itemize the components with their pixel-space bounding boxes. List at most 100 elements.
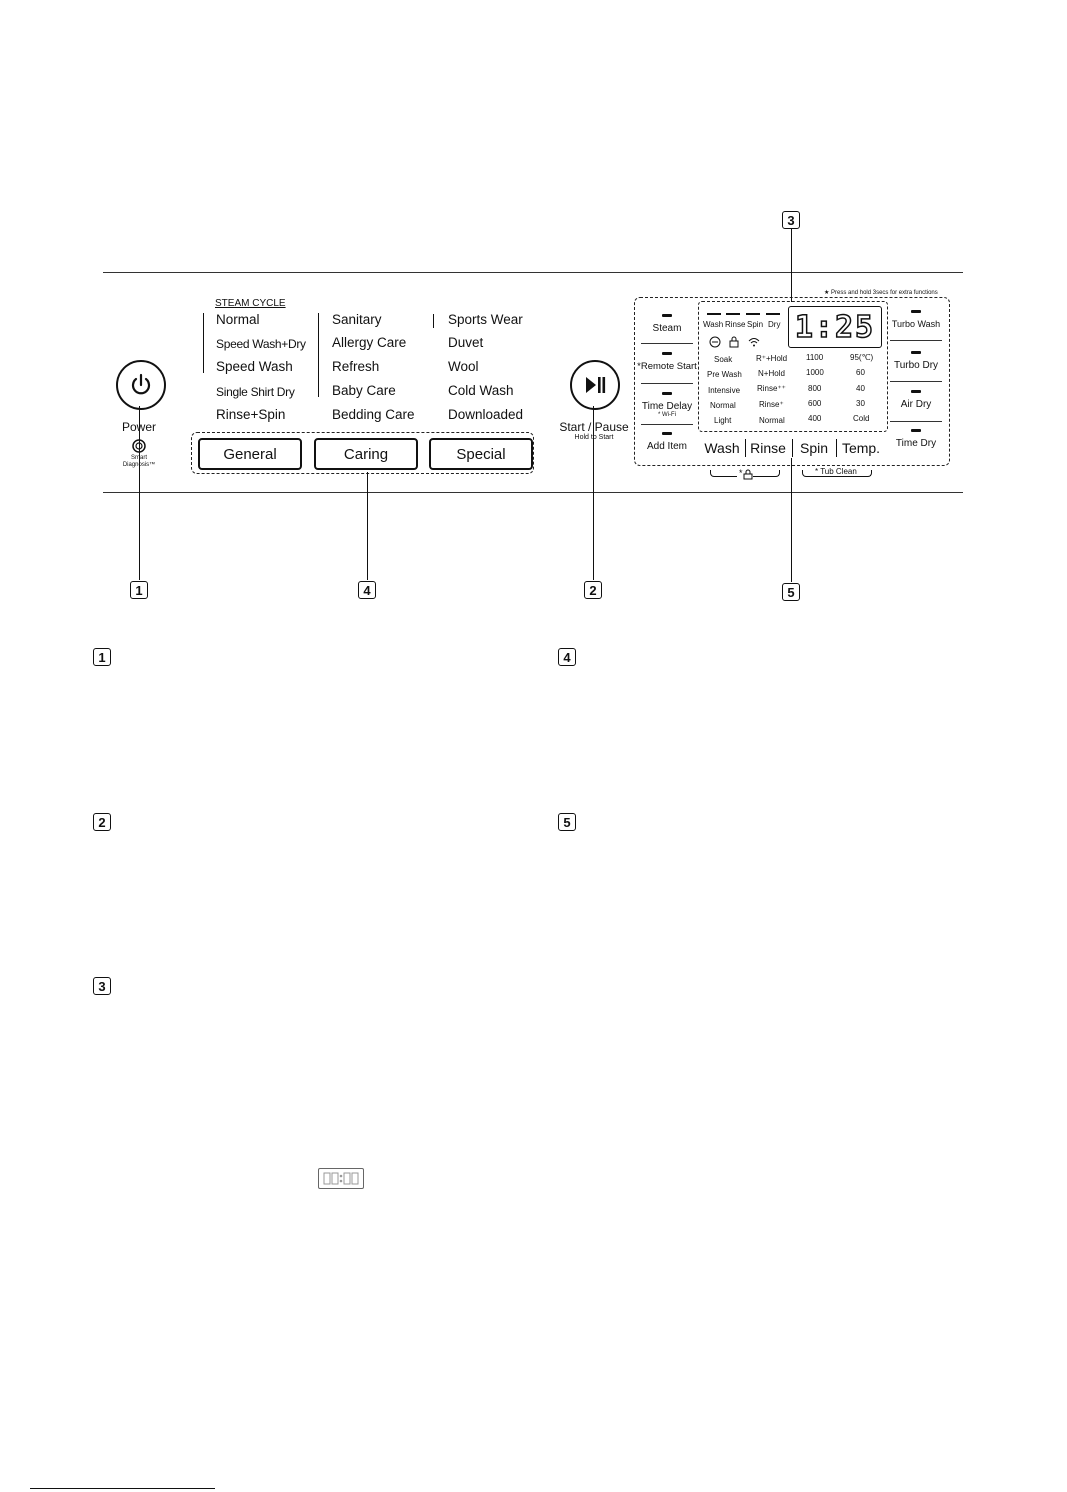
- status-bar-wash: [707, 313, 721, 315]
- display-screen-outline: [698, 301, 888, 432]
- status-bar-dry: [766, 313, 780, 315]
- general-button[interactable]: General: [198, 438, 302, 470]
- child-lock-icon: [709, 335, 721, 353]
- status-bar-rinse: [726, 313, 740, 315]
- cycle-normal: Normal: [216, 312, 260, 327]
- time-display: 1:25: [788, 306, 882, 348]
- section-marker-2: 2: [93, 813, 111, 831]
- left-divider-1: [641, 343, 693, 344]
- grid-normal: Normal: [710, 401, 736, 410]
- cycle-sports-wear: Sports Wear: [448, 312, 523, 327]
- cycle-col3-bracket: [433, 314, 434, 328]
- section-marker-3: 3: [93, 977, 111, 995]
- cycle-bedding-care: Bedding Care: [332, 407, 415, 422]
- cycle-col2-bracket: [318, 313, 319, 397]
- turbo-wash-button[interactable]: Turbo Wash: [886, 310, 946, 330]
- cycle-refresh: Refresh: [332, 359, 380, 374]
- grid-n-hold: N+Hold: [758, 369, 785, 378]
- child-lock-note-icon: [743, 467, 753, 485]
- bottom-sep-3: [836, 439, 837, 457]
- tub-clean-note: * Tub Clean: [813, 467, 859, 476]
- air-dry-label: Air Dry: [900, 399, 932, 410]
- grid-temp-30: 30: [856, 399, 865, 408]
- wash-button[interactable]: Wash: [704, 440, 740, 456]
- grid-spin-600: 600: [808, 399, 822, 408]
- right-divider-2: [890, 381, 942, 382]
- bottom-sep-1: [745, 439, 746, 457]
- caring-button[interactable]: Caring: [314, 438, 418, 470]
- temp-button[interactable]: Temp.: [841, 440, 881, 456]
- footer-line: [30, 1488, 215, 1489]
- start-pause-button[interactable]: [570, 360, 620, 410]
- remote-start-label: *Remote Start: [637, 361, 697, 372]
- play-pause-icon: [586, 377, 606, 393]
- time-delay-button[interactable]: Time Delay: [637, 392, 697, 412]
- display-panel-outline: [634, 297, 950, 466]
- turbo-dry-label: Turbo Dry: [893, 360, 939, 371]
- turbo-dry-button[interactable]: Turbo Dry: [886, 351, 946, 371]
- cycle-downloaded: Downloaded: [448, 407, 524, 422]
- time-dry-button[interactable]: Time Dry: [886, 429, 946, 449]
- grid-rplus-hold: R⁺+Hold: [756, 354, 788, 363]
- smart-diagnosis-label: Smart Diagnosis™: [122, 455, 156, 468]
- section-marker-5: 5: [558, 813, 576, 831]
- child-lock-note: *: [737, 468, 745, 478]
- air-dry-button[interactable]: Air Dry: [886, 390, 946, 410]
- power-label: Power: [121, 420, 156, 434]
- status-label-rinse: Rinse: [725, 320, 746, 329]
- callout-4: 4: [358, 581, 376, 599]
- status-bar-spin: [746, 313, 760, 315]
- cycle-col1-bracket: [203, 313, 204, 373]
- section-marker-1: 1: [93, 648, 111, 666]
- grid-temp-cold: Cold: [853, 414, 870, 423]
- grid-intensive: Intensive: [708, 386, 741, 395]
- callout-1: 1: [130, 581, 148, 599]
- add-item-button[interactable]: Add Item: [637, 432, 697, 452]
- cycle-rinse-spin: Rinse+Spin: [216, 407, 286, 422]
- callout-2-leader: [593, 406, 594, 580]
- wifi-note: * Wi-Fi: [658, 412, 676, 418]
- cycle-baby-care: Baby Care: [332, 383, 396, 398]
- time-delay-label: Time Delay: [641, 401, 693, 412]
- hold-to-start-label: Hold to Start: [574, 434, 614, 441]
- small-display-icon: [318, 1168, 364, 1189]
- steam-cycle-header: STEAM CYCLE: [215, 298, 286, 309]
- grid-spin-400: 400: [808, 414, 822, 423]
- time-dry-label: Time Dry: [895, 438, 937, 449]
- remote-start-button[interactable]: *Remote Start: [637, 352, 697, 372]
- callout-1-leader: [139, 406, 140, 580]
- door-lock-icon: [728, 335, 740, 353]
- cycle-cold-wash: Cold Wash: [448, 383, 514, 398]
- status-label-dry: Dry: [768, 320, 781, 329]
- turbo-wash-label: Turbo Wash: [891, 319, 941, 329]
- grid-rinse-plus: Rinse⁺: [759, 400, 784, 409]
- status-label-spin: Spin: [747, 320, 764, 329]
- power-icon: [131, 373, 151, 395]
- callout-5-leader: [791, 458, 792, 582]
- steam-button[interactable]: Steam: [637, 314, 697, 334]
- power-button[interactable]: [116, 360, 166, 410]
- wifi-icon: [748, 335, 760, 353]
- grid-soak: Soak: [714, 355, 733, 364]
- start-pause-label: Start / Pause: [559, 420, 629, 434]
- callout-5: 5: [782, 583, 800, 601]
- grid-temp-60: 60: [856, 368, 865, 377]
- grid-rinse-normal: Normal: [759, 416, 785, 425]
- rinse-button[interactable]: Rinse: [750, 440, 786, 456]
- cycle-wool: Wool: [448, 359, 479, 374]
- category-button-group: [191, 432, 534, 474]
- left-divider-2: [641, 383, 693, 384]
- special-button[interactable]: Special: [429, 438, 533, 470]
- grid-temp-40: 40: [856, 384, 865, 393]
- cycle-speed-wash: Speed Wash: [216, 359, 293, 374]
- panel-top-line: [103, 272, 963, 273]
- bottom-sep-2: [792, 439, 793, 457]
- grid-spin-1100: 1100: [806, 353, 824, 362]
- right-divider-3: [890, 421, 942, 422]
- press-hold-note: ★ Press and hold 3secs for extra functio…: [824, 290, 938, 296]
- grid-light: Light: [714, 416, 732, 425]
- callout-4-leader: [367, 472, 368, 580]
- grid-rinse-plusplus: Rinse⁺⁺: [757, 384, 786, 393]
- spin-button[interactable]: Spin: [799, 440, 829, 456]
- cycle-sanitary: Sanitary: [332, 312, 382, 327]
